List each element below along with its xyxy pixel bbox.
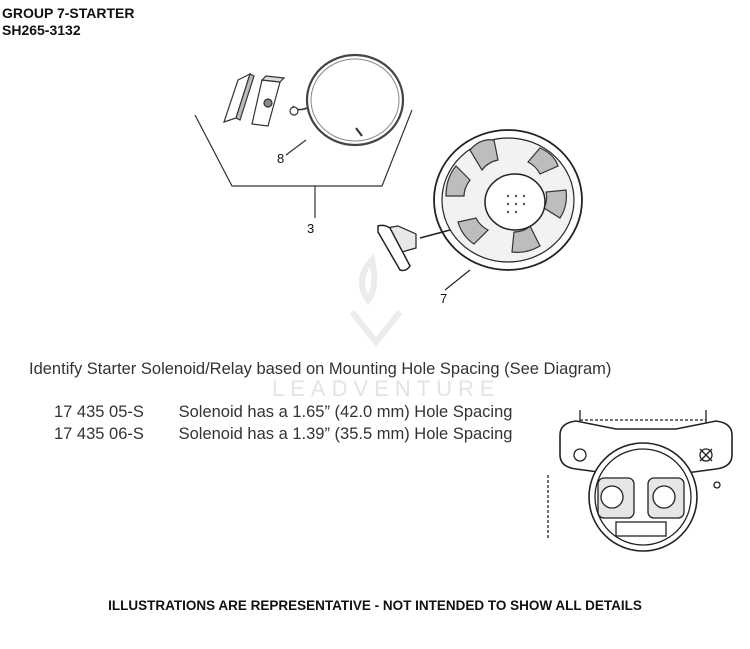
part-row: 17 435 06-S Solenoid has a 1.39” (35.5 m… [54, 425, 512, 444]
recoil-starter-assembly [377, 129, 583, 291]
part-row: 17 435 05-S Solenoid has a 1.65” (42.0 m… [54, 403, 512, 422]
watermark: LEADVENTURE [272, 376, 501, 401]
part-number: 17 435 06-S [54, 425, 144, 443]
group-title: GROUP 7-STARTER [2, 5, 135, 21]
watermark-logo [349, 253, 403, 347]
part-number: 17 435 05-S [54, 403, 144, 421]
callout-3: 3 [307, 221, 315, 236]
disclaimer-footer: ILLUSTRATIONS ARE REPRESENTATIVE - NOT I… [108, 598, 642, 613]
part-description: Solenoid has a 1.65” (42.0 mm) Hole Spac… [178, 403, 513, 421]
identify-instruction: Identify Starter Solenoid/Relay based on… [29, 360, 612, 378]
solenoid-hole-spacing-diagram [547, 410, 733, 552]
rope-handle-kit [194, 53, 413, 218]
model-number: SH265-3132 [2, 22, 81, 38]
callout-7: 7 [440, 291, 448, 306]
part-description: Solenoid has a 1.39” (35.5 mm) Hole Spac… [178, 425, 513, 443]
callout-8: 8 [277, 151, 285, 166]
